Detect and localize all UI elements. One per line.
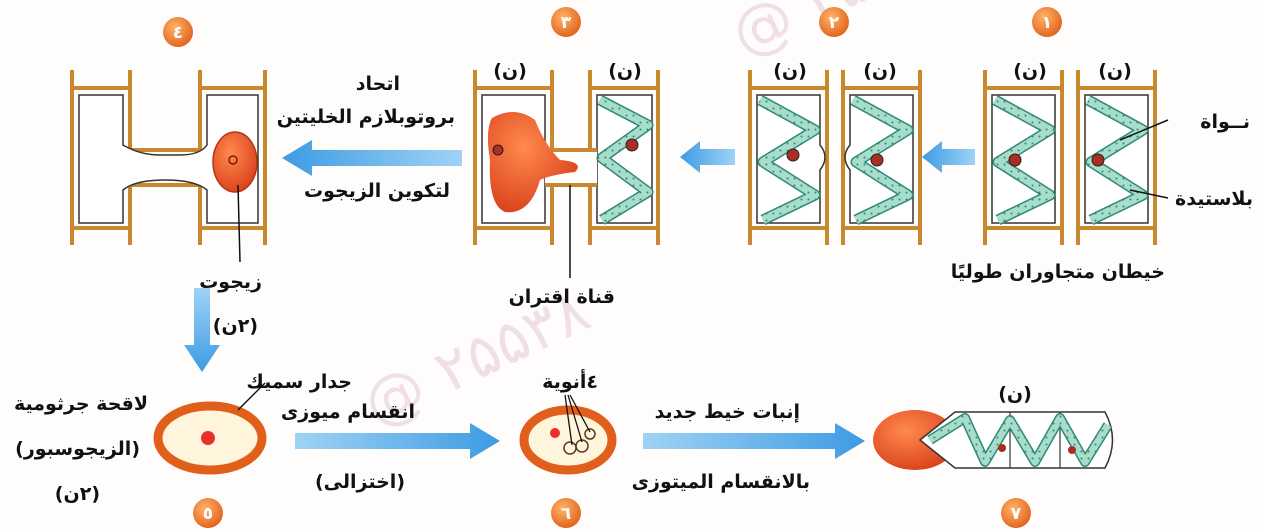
svg-text:١: ١ — [1042, 13, 1052, 33]
svg-text:٢: ٢ — [829, 13, 840, 33]
nucleus — [1009, 154, 1021, 166]
svg-text:٦: ٦ — [561, 504, 571, 524]
germination-text-1: إنبات خيط جديد — [655, 401, 800, 423]
zygospore-name-2: (الزيجوسبور) — [15, 438, 140, 460]
haploid-label-1b: (ن) — [1098, 60, 1132, 82]
stage-7-new-filament: (ن) — [873, 383, 1113, 470]
watermark: @ ۲۵۵۳۸ @ ۲۵۵۳۸ — [277, 0, 1044, 441]
svg-text:٥: ٥ — [203, 504, 213, 524]
badge-6: ٦ — [551, 498, 581, 528]
fusion-text-3: لتكوين الزيجوت — [304, 180, 450, 202]
arrow-1-to-2 — [922, 141, 975, 173]
svg-text:٧: ٧ — [1011, 504, 1022, 524]
haploid-label-3a: (ن) — [493, 60, 527, 82]
haploid-label-2b: (ن) — [863, 60, 897, 82]
badge-5: ٥ — [193, 498, 223, 528]
haploid-label-1a: (ن) — [1013, 60, 1047, 82]
filament-cell-right — [1078, 70, 1155, 245]
stage-1-filaments: (ن) (ن) نــواة بلاستيدة خيطان متجاوران ط… — [951, 60, 1253, 283]
wall-label: جدار سميك — [246, 371, 352, 393]
svg-text:٤: ٤ — [173, 23, 183, 43]
haploid-label-3b: (ن) — [608, 60, 642, 82]
stage1-caption: خيطان متجاوران طوليًا — [951, 261, 1165, 283]
svg-text:٣: ٣ — [561, 13, 572, 33]
channel-label: قناة اقتران — [509, 286, 615, 308]
badge-4: ٤ — [163, 17, 193, 47]
zygote-ploidy: (٢ن) — [213, 315, 258, 337]
meiosis-text-1: انقسام ميوزى — [281, 401, 415, 423]
badge-1: ١ — [1032, 7, 1062, 37]
filament-cell-left — [985, 70, 1062, 245]
badge-3: ٣ — [551, 7, 581, 37]
zygote — [213, 132, 257, 192]
haploid-label-7: (ن) — [998, 383, 1032, 405]
zygospore-name-3: (٢ن) — [55, 483, 100, 505]
plastid-label: بلاستيدة — [1175, 188, 1253, 210]
germination-text-2: بالانقسام الميتوزى — [632, 471, 810, 493]
stage-3-conjugation: (ن) (ن) قناة اقتران — [475, 60, 658, 308]
fusion-text-1: اتحاد — [356, 73, 400, 95]
stage-4-zygote-formation: زيجوت (٢ن) — [72, 70, 265, 337]
zygospore-name-1: لاقحة جرثومية — [14, 393, 148, 415]
arrow-3-to-4 — [282, 140, 462, 176]
stage-6-meiosis: ٤أنوية — [524, 369, 612, 470]
badge-7: ٧ — [1001, 498, 1031, 528]
haploid-label-2a: (ن) — [773, 60, 807, 82]
nucleus-label: نــواة — [1200, 111, 1250, 133]
arrow-6-to-7 — [643, 423, 865, 459]
fusion-text-2: بروتوبلازم الخليتين — [277, 106, 455, 128]
meiosis-text-2: (اختزالى) — [315, 471, 405, 493]
badge-2: ٢ — [819, 7, 849, 37]
stage-2-filaments: (ن) (ن) — [750, 60, 920, 245]
svg-text:@ ۲۵۵۳۸: @ ۲۵۵۳۸ — [721, 0, 968, 71]
nuclei-label: ٤أنوية — [542, 369, 598, 393]
arrow-2-to-3 — [680, 141, 735, 173]
